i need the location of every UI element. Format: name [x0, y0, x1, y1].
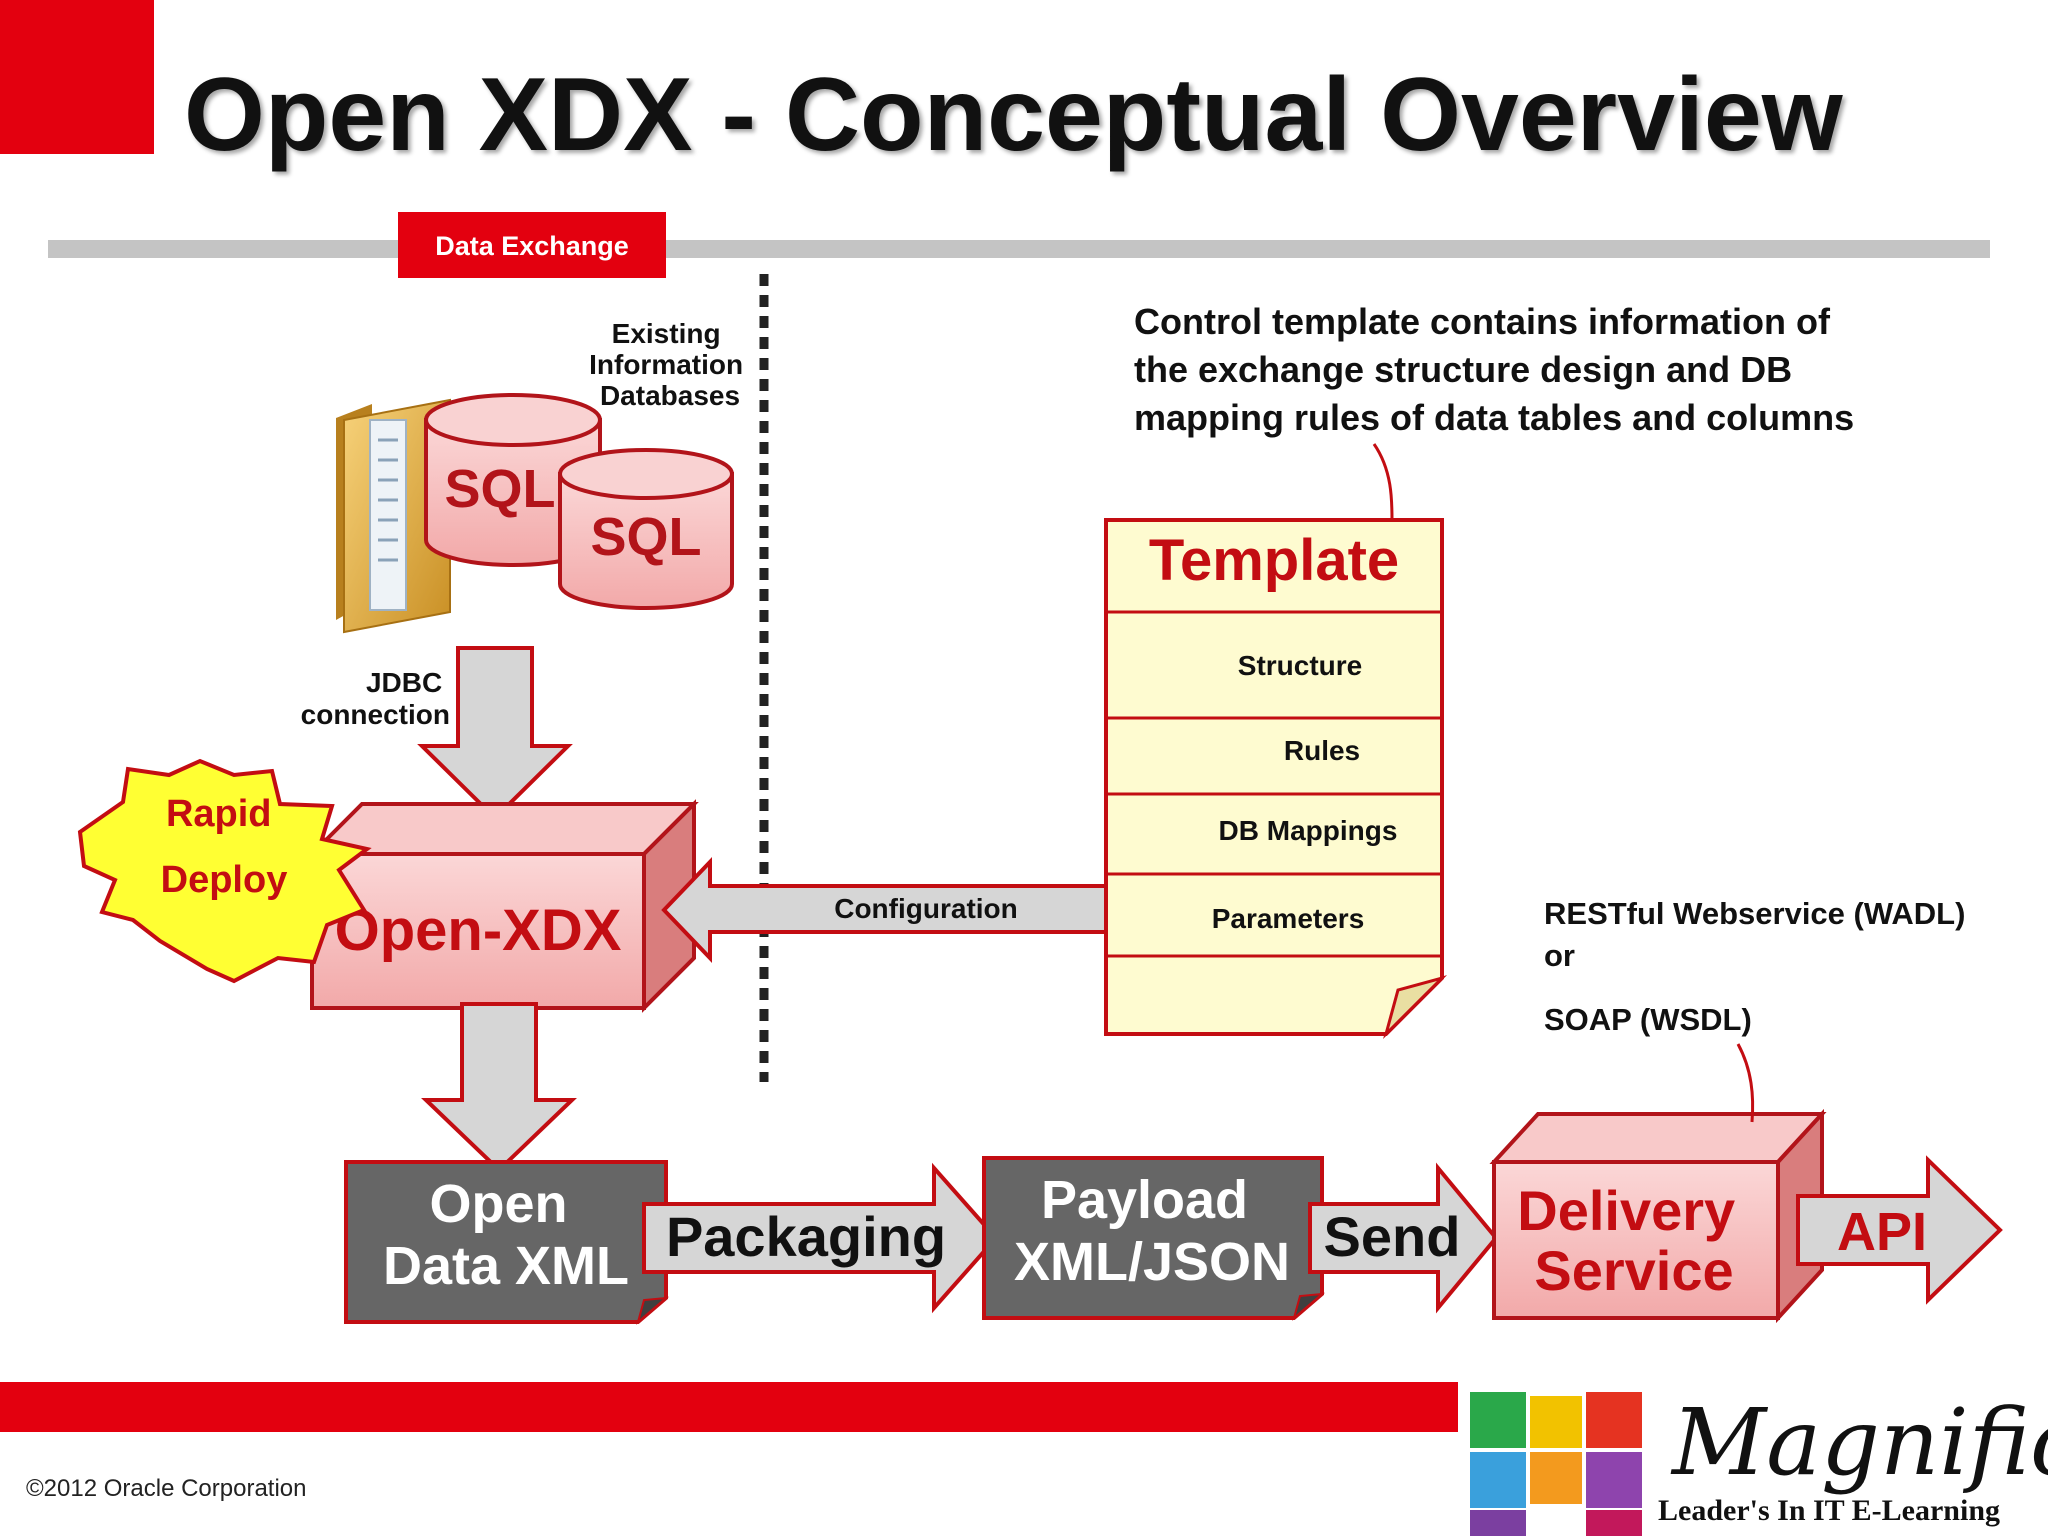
- magnific-tagline: Leader's In IT E-Learning: [1658, 1494, 2000, 1527]
- document-folder-icon: [336, 398, 451, 634]
- send-label: Send: [1324, 1205, 1461, 1268]
- open-data-xml-document: Open Data XML: [344, 1160, 670, 1325]
- template-document: Template Structure Rules DB Mappings Par…: [1104, 518, 1448, 1040]
- rapid-deploy-badge: Rapid Deploy: [77, 758, 372, 984]
- data-exchange-tab-label: Data Exchange: [435, 231, 629, 261]
- data-exchange-tab: [398, 212, 666, 278]
- template-row-parameters: Parameters: [1212, 903, 1365, 934]
- jdbc-connection-label: JDBC connection: [301, 667, 450, 730]
- api-arrow: [1796, 1155, 2003, 1305]
- delivery-service-box: Delivery Service: [1489, 1108, 1827, 1324]
- template-row-structure: Structure: [1238, 650, 1362, 681]
- jdbc-down-arrow: [417, 646, 573, 821]
- configuration-label: Configuration: [834, 893, 1018, 924]
- sql-label-back: SQL: [444, 459, 555, 519]
- section-divider-bar: [48, 240, 1990, 258]
- copyright-notice: ©2012 Oracle Corporation: [26, 1475, 307, 1502]
- output-down-arrow: [421, 1002, 577, 1173]
- title-accent-block: [0, 0, 154, 154]
- template-row-db-mappings: DB Mappings: [1219, 815, 1398, 846]
- magnific-logo-icon: [1470, 1392, 1642, 1536]
- open-data-xml-label: Open Data XML: [383, 1174, 629, 1296]
- template-note: Control template contains information of…: [1134, 301, 1854, 438]
- sql-database-icon-front: SQL: [558, 448, 734, 610]
- template-title: Template: [1149, 528, 1399, 593]
- packaging-label: Packaging: [666, 1205, 946, 1268]
- existing-databases-label: Existing Information Databases: [589, 318, 751, 411]
- footer-red-bar: [0, 1382, 1458, 1432]
- payload-label: Payload XML/JSON: [1014, 1170, 1290, 1292]
- slide-title: Open XDX - Conceptual Overview: [184, 57, 1844, 173]
- delivery-service-label: Delivery Service: [1517, 1179, 1751, 1302]
- open-xdx-engine-box: Open-XDX: [307, 799, 699, 1013]
- payload-document: Payload XML/JSON: [982, 1156, 1326, 1321]
- send-arrow: [1308, 1162, 1499, 1314]
- rapid-deploy-label: Rapid Deploy: [161, 793, 288, 901]
- magnific-brand-name: Magnific: [1670, 1389, 2048, 1496]
- template-note-callout: [1372, 443, 1394, 521]
- sql-label-front: SQL: [590, 507, 701, 567]
- configuration-arrow: [661, 857, 1148, 963]
- packaging-arrow: [642, 1162, 999, 1314]
- webservice-note-callout: [1736, 1043, 1755, 1123]
- open-xdx-label: Open-XDX: [335, 898, 622, 963]
- template-row-rules: Rules: [1284, 735, 1360, 766]
- api-label: API: [1837, 1202, 1927, 1262]
- webservice-note: RESTful Webservice (WADL) or SOAP (WSDL): [1544, 896, 1974, 1037]
